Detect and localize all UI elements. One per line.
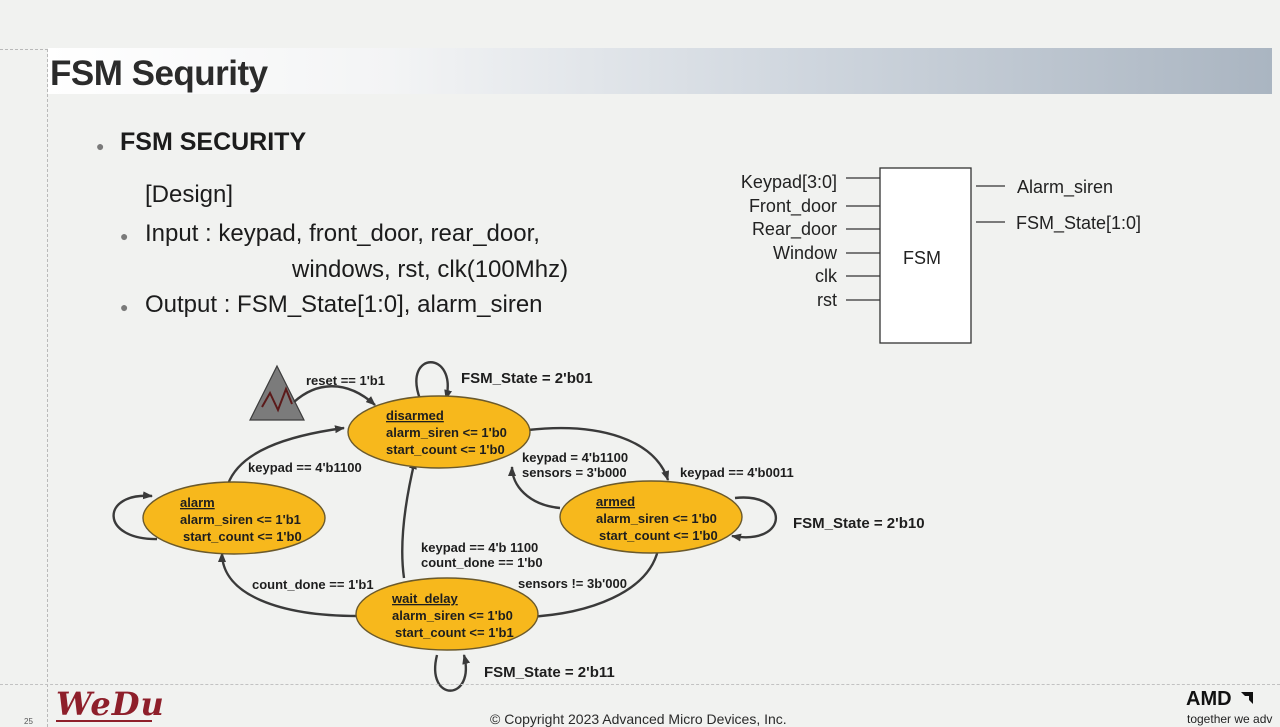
- transition-label: keypad = 4'b1100: [522, 450, 628, 465]
- transition-label: sensors = 3'b000: [522, 465, 627, 480]
- block-output-label: Alarm_siren: [1017, 177, 1113, 198]
- alarm-self-loop: [112, 491, 158, 541]
- state-action: alarm_siren <= 1'b1: [180, 512, 301, 527]
- state-action: alarm_siren <= 1'b0: [392, 608, 513, 623]
- bullet-heading: FSM SECURITY: [120, 128, 307, 156]
- amd-arrow-icon: [1241, 692, 1253, 704]
- disarmed-self-loop: [415, 361, 453, 400]
- transition-label: reset == 1'b1: [306, 373, 385, 388]
- state-action: start_count <= 1'b0: [183, 529, 302, 544]
- state-name: alarm: [180, 495, 215, 510]
- wedu-logo-underline: [56, 720, 152, 722]
- block-input-label: rst: [817, 290, 837, 310]
- block-input-label: Rear_door: [752, 219, 837, 240]
- block-input-label: Window: [773, 243, 838, 263]
- tagline: together we adv: [1187, 712, 1273, 726]
- reset-arrow: [293, 385, 376, 406]
- alarm-to-disarmed-arrow: [226, 425, 345, 485]
- transition-label: count_done == 1'b1: [252, 577, 374, 592]
- state-wait-delay: [355, 577, 539, 651]
- output-line: Output : FSM_State[1:0], alarm_siren: [145, 291, 543, 318]
- input-line-2: windows, rst, clk(100Mhz): [292, 256, 569, 283]
- block-output-label: FSM_State[1:0]: [1016, 213, 1141, 234]
- state-action: start_count <= 1'b1: [395, 625, 514, 640]
- fsm-block: [879, 167, 972, 344]
- state-action: alarm_siren <= 1'b0: [386, 425, 507, 440]
- state-armed: [559, 480, 743, 554]
- warning-triangle-icon: [261, 386, 293, 413]
- page-number: 25: [24, 717, 33, 726]
- armed-self-loop: [731, 496, 777, 542]
- wait-to-disarmed-arrow: [401, 459, 417, 579]
- transition-label: keypad == 4'b1100: [248, 460, 362, 475]
- slide-title: FSM Sequrity: [50, 54, 268, 93]
- transition-label: FSM_State = 2'b11: [484, 664, 615, 681]
- state-action: alarm_siren <= 1'b0: [596, 511, 717, 526]
- copyright-text: © Copyright 2023 Advanced Micro Devices,…: [490, 711, 787, 727]
- state-disarmed: [347, 395, 531, 469]
- disarmed-to-armed-arrow: [527, 426, 670, 481]
- wait-to-alarm-arrow: [218, 552, 359, 618]
- state-name: wait_delay: [391, 591, 459, 606]
- transition-label: keypad == 4'b0011: [680, 465, 794, 480]
- block-input-label: Keypad[3:0]: [741, 172, 837, 192]
- block-input-label: clk: [815, 266, 838, 286]
- state-action: start_count <= 1'b0: [386, 442, 505, 457]
- state-name: armed: [596, 494, 635, 509]
- state-alarm: [142, 481, 326, 555]
- wait-self-loop: [434, 654, 471, 692]
- bullet-dot: ●: [120, 228, 129, 244]
- wedu-logo: WeDu: [56, 685, 165, 723]
- transition-label: FSM_State = 2'b10: [793, 515, 925, 532]
- state-name: disarmed: [386, 408, 444, 423]
- title-bar: [48, 48, 1272, 94]
- bullet-dot: ●: [120, 299, 129, 315]
- bullet-dot: ●: [96, 138, 105, 154]
- footer-rule: [0, 684, 1280, 685]
- guide-line: [47, 49, 48, 727]
- transition-label: count_done == 1'b0: [421, 555, 543, 570]
- warning-triangle-icon: [249, 364, 305, 421]
- block-input-label: Front_door: [749, 196, 837, 217]
- design-label: [Design]: [145, 181, 234, 208]
- amd-logo: AMD: [1186, 688, 1232, 710]
- input-line-1: Input : keypad, front_door, rear_door,: [145, 220, 540, 247]
- fsm-block-label: FSM: [903, 248, 941, 268]
- guide-line: [0, 49, 48, 50]
- armed-to-disarmed-arrow: [508, 466, 561, 510]
- state-action: start_count <= 1'b0: [599, 528, 718, 543]
- transition-label: sensors != 3b'000: [518, 576, 627, 591]
- armed-to-wait-arrow: [526, 549, 660, 621]
- transition-label: keypad == 4'b 1100: [421, 540, 538, 555]
- transition-label: FSM_State = 2'b01: [461, 370, 593, 387]
